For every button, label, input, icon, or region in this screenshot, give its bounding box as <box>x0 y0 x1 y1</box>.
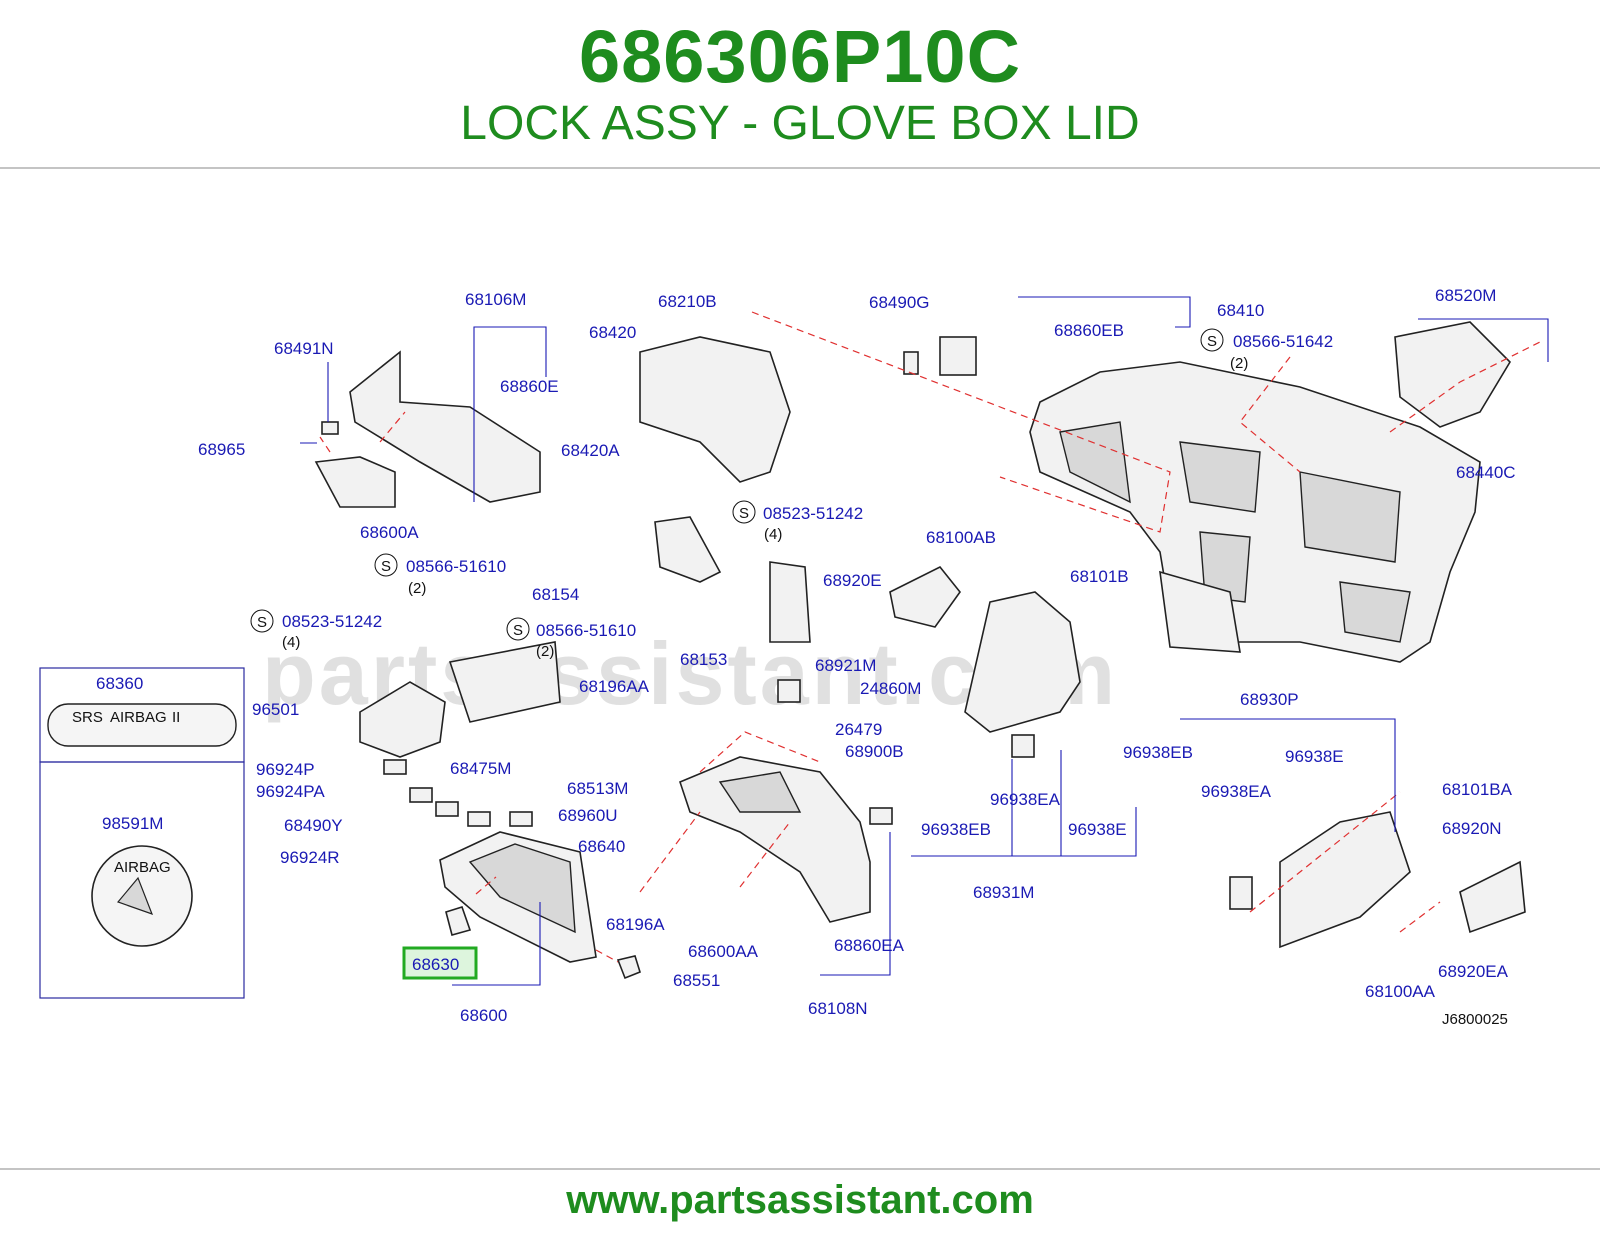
callout-68920N[interactable]: 68920N <box>1442 819 1502 838</box>
callout-68490Y[interactable]: 68490Y <box>284 816 343 835</box>
glove-box-lid-drawing <box>439 831 641 980</box>
footer-url-link[interactable]: www.partsassistant.com <box>566 1178 1034 1222</box>
callout-96924P[interactable]: 96924P <box>256 760 315 779</box>
callout-96938E-b[interactable]: 96938E <box>1068 820 1127 839</box>
callout-68860EA[interactable]: 68860EA <box>834 936 905 955</box>
screw-s-4: S <box>257 614 267 631</box>
parts-diagram: partsassistant.com <box>0 172 1600 1168</box>
screw-s-5: S <box>513 622 523 639</box>
callout-68921M[interactable]: 68921M <box>815 656 876 675</box>
callout-68513M[interactable]: 68513M <box>567 779 628 798</box>
callout-68210B[interactable]: 68210B <box>658 292 717 311</box>
callout-68100AB[interactable]: 68100AB <box>926 528 996 547</box>
callout-26479[interactable]: 26479 <box>835 720 882 739</box>
instrument-panel-drawing <box>1029 361 1481 663</box>
callout-68860EB[interactable]: 68860EB <box>1054 321 1124 340</box>
callout-68920EA[interactable]: 68920EA <box>1438 962 1509 981</box>
part-number-title: 686306P10C <box>578 15 1022 98</box>
screw-symbols: S S S S S <box>250 328 1224 641</box>
diagram-ref-code: J6800025 <box>1442 1011 1508 1028</box>
callout-68100AA[interactable]: 68100AA <box>1365 982 1436 1001</box>
callout-68491N[interactable]: 68491N <box>274 339 334 358</box>
screw-s-3: S <box>381 558 391 575</box>
callout-68960U[interactable]: 68960U <box>558 806 618 825</box>
airbag-emblem-text: AIRBAG <box>114 859 171 876</box>
airbag-plate-text: AIRBAG <box>110 709 167 726</box>
leader-lines <box>300 296 1549 986</box>
callout-68196A[interactable]: 68196A <box>606 915 665 934</box>
ii-text: II <box>172 709 180 726</box>
qty-08566-51642: (2) <box>1230 355 1248 372</box>
callout-68630[interactable]: 68630 <box>412 955 459 974</box>
callout-68600[interactable]: 68600 <box>460 1006 507 1025</box>
part-name-subtitle: LOCK ASSY - GLOVE BOX LID <box>460 97 1140 150</box>
glove-box-drawing <box>679 756 871 923</box>
callout-68101BA[interactable]: 68101BA <box>1442 780 1513 799</box>
callout-68860E[interactable]: 68860E <box>500 377 559 396</box>
srs-text: SRS <box>72 709 103 726</box>
callout-08523-51242-a[interactable]: 08523-51242 <box>763 504 863 523</box>
callout-08566-51610-a[interactable]: 08566-51610 <box>406 557 506 576</box>
callout-96938E-a[interactable]: 96938E <box>1285 747 1344 766</box>
callout-24860M[interactable]: 24860M <box>860 679 921 698</box>
callout-68440C[interactable]: 68440C <box>1456 463 1516 482</box>
quantity-labels: (2) (4) (2) (4) (2) <box>282 355 1248 660</box>
callout-68520M[interactable]: 68520M <box>1435 286 1496 305</box>
callout-68154[interactable]: 68154 <box>532 585 579 604</box>
callout-68490G[interactable]: 68490G <box>869 293 930 312</box>
callout-08566-51610-b[interactable]: 08566-51610 <box>536 621 636 640</box>
page-header: 686306P10C LOCK ASSY - GLOVE BOX LID <box>0 0 1600 170</box>
qty-08523-51242-b: (4) <box>282 634 300 651</box>
assembly-dashed-lines <box>319 311 1541 963</box>
callout-68900B[interactable]: 68900B <box>845 742 904 761</box>
callout-68600A[interactable]: 68600A <box>360 523 419 542</box>
qty-08566-51610-a: (2) <box>408 580 426 597</box>
callout-08566-51642[interactable]: 08566-51642 <box>1233 332 1333 351</box>
callout-labels: 68106M 68491N 68860E 68965 68600A 68210B… <box>96 286 1516 1025</box>
callout-68420[interactable]: 68420 <box>589 323 636 342</box>
callout-68920E[interactable]: 68920E <box>823 571 882 590</box>
callout-68196AA[interactable]: 68196AA <box>579 677 650 696</box>
callout-08523-51242-b[interactable]: 08523-51242 <box>282 612 382 631</box>
callout-68475M[interactable]: 68475M <box>450 759 511 778</box>
callout-96924PA[interactable]: 96924PA <box>256 782 325 801</box>
callout-98591M[interactable]: 98591M <box>102 814 163 833</box>
callout-68551[interactable]: 68551 <box>673 971 720 990</box>
airbag-seat-icon <box>116 876 154 916</box>
footer-divider <box>0 1168 1600 1170</box>
callout-68101B[interactable]: 68101B <box>1070 567 1129 586</box>
airbag-emblem-box: AIRBAG <box>39 761 245 999</box>
callout-68965[interactable]: 68965 <box>198 440 245 459</box>
callout-68931M[interactable]: 68931M <box>973 883 1034 902</box>
callout-68640[interactable]: 68640 <box>578 837 625 856</box>
highlight-box <box>402 946 478 980</box>
misc-parts-drawing <box>314 321 1526 949</box>
callout-96938EB-a[interactable]: 96938EB <box>1123 743 1193 762</box>
diagram-canvas: partsassistant.com <box>39 286 1549 1028</box>
callout-96938EA-a[interactable]: 96938EA <box>1201 782 1272 801</box>
callout-68106M[interactable]: 68106M <box>465 290 526 309</box>
callout-68410[interactable]: 68410 <box>1217 301 1264 320</box>
callout-68930P[interactable]: 68930P <box>1240 690 1299 709</box>
header-divider <box>0 167 1600 169</box>
callout-96938EA-b[interactable]: 96938EA <box>990 790 1061 809</box>
qty-08523-51242-a: (4) <box>764 526 782 543</box>
airbag-label-box: SRS AIRBAG II <box>39 667 245 763</box>
screw-s-1: S <box>1207 333 1217 350</box>
callout-68360[interactable]: 68360 <box>96 674 143 693</box>
callout-68153[interactable]: 68153 <box>680 650 727 669</box>
callout-68108N[interactable]: 68108N <box>808 999 868 1018</box>
callout-96938EB-b[interactable]: 96938EB <box>921 820 991 839</box>
callout-96501[interactable]: 96501 <box>252 700 299 719</box>
callout-68420A[interactable]: 68420A <box>561 441 620 460</box>
screw-s-2: S <box>739 505 749 522</box>
callout-96924R[interactable]: 96924R <box>280 848 340 867</box>
callout-68600AA[interactable]: 68600AA <box>688 942 759 961</box>
qty-08566-51610-b: (2) <box>536 643 554 660</box>
